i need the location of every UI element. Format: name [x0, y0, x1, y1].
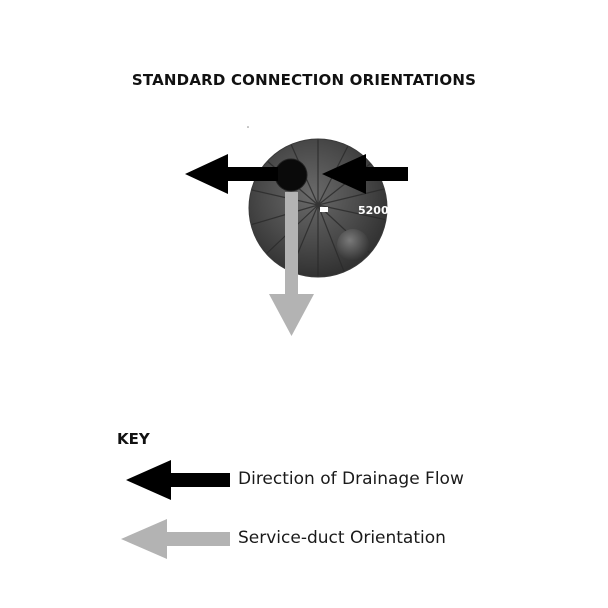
page-title: STANDARD CONNECTION ORIENTATIONS	[131, 71, 477, 89]
key-label-drainage-flow: Direction of Drainage Flow	[238, 469, 464, 489]
tank-marker	[320, 207, 328, 212]
speck	[247, 126, 249, 128]
outlet-flow-arrow	[185, 154, 278, 194]
inlet-flow-arrow	[322, 154, 408, 194]
key-label-service-duct: Service-duct Orientation	[238, 528, 446, 548]
key-service-duct-arrow	[121, 519, 230, 559]
key-heading: KEY	[117, 430, 150, 448]
service-duct-arrow	[269, 192, 314, 336]
tank-model-label: 5200	[358, 204, 389, 217]
tank-dome	[337, 229, 369, 261]
key-drainage-arrow	[126, 460, 230, 500]
